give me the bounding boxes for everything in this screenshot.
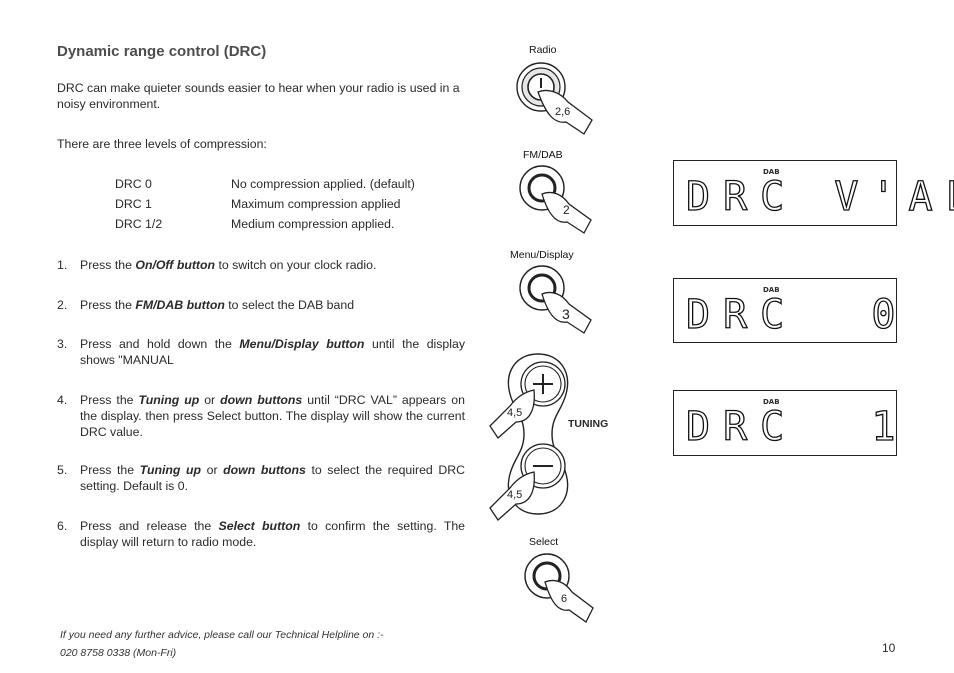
band-indicator: DAB	[763, 168, 780, 176]
menu-display-button-illustration: 3	[519, 265, 592, 334]
helpline-number: 020 8758 0338 (Mon-Fri)	[60, 647, 177, 659]
select-button-illustration: 6	[524, 553, 594, 623]
display-text: DRC 0	[685, 292, 909, 338]
finger-icon	[537, 89, 593, 135]
level-name: DRC 0	[115, 177, 152, 191]
step-text: Press the FM/DAB button to select the DA…	[80, 298, 355, 312]
page-title: Dynamic range control (DRC)	[57, 43, 267, 60]
level-desc: Medium compression applied.	[231, 217, 395, 231]
page-number: 10	[882, 641, 896, 655]
fmdab-button-illustration: 2	[519, 165, 592, 234]
svg-text:2: 2	[563, 203, 570, 217]
svg-text:3: 3	[562, 306, 570, 322]
step-number: 3.	[57, 337, 68, 351]
step-text: Press and hold down the Menu/Display but…	[80, 337, 465, 367]
step-number: 1.	[57, 258, 68, 272]
levels-intro: There are three levels of compression:	[57, 137, 267, 151]
finger-icon	[544, 579, 594, 623]
svg-text:6: 6	[561, 593, 567, 605]
step-text: Press the Tuning up or down buttons to s…	[80, 463, 465, 493]
step-number: 5.	[57, 463, 68, 477]
level-desc: Maximum compression applied	[231, 197, 401, 211]
tuning-buttons-illustration: 4,5 4,5	[489, 353, 569, 521]
step-number: 6.	[57, 519, 68, 533]
step-text: Press the On/Off button to switch on you…	[80, 258, 377, 272]
level-desc: No compression applied. (default)	[231, 177, 415, 191]
menu-display-button-label: Menu/Display	[510, 249, 574, 261]
fmdab-button-label: FM/DAB	[523, 149, 563, 161]
finger-icon	[541, 291, 592, 334]
svg-text:2,6: 2,6	[555, 106, 570, 118]
step-number: 2.	[57, 298, 68, 312]
band-indicator: DAB	[763, 286, 780, 294]
display-text: DRC 1	[685, 404, 909, 450]
finger-icon	[541, 191, 592, 234]
radio-button-label: Radio	[529, 44, 557, 56]
display-text: DRC V'AL	[685, 174, 954, 220]
level-name: DRC 1/2	[115, 217, 163, 231]
finger-icon	[489, 389, 535, 439]
tuning-label: TUNING	[568, 418, 609, 430]
svg-text:4,5: 4,5	[507, 407, 522, 419]
lcd-display: DAB DRC 0	[673, 278, 897, 343]
radio-button-illustration: 2,6	[516, 62, 593, 135]
level-name: DRC 1	[115, 197, 152, 211]
helpline-note: If you need any further advice, please c…	[60, 629, 384, 641]
step-text: Press the Tuning up or down buttons unti…	[80, 393, 465, 439]
svg-text:4,5: 4,5	[507, 489, 522, 501]
select-button-label: Select	[529, 536, 559, 548]
band-indicator: DAB	[763, 398, 780, 406]
intro-text: DRC can make quieter sounds easier to he…	[57, 81, 460, 111]
step-number: 4.	[57, 393, 68, 407]
lcd-display: DAB DRC 1	[673, 390, 897, 456]
lcd-display: DAB DRC V'AL	[673, 160, 954, 226]
step-text: Press and release the Select button to c…	[80, 519, 466, 549]
finger-icon	[489, 471, 535, 521]
